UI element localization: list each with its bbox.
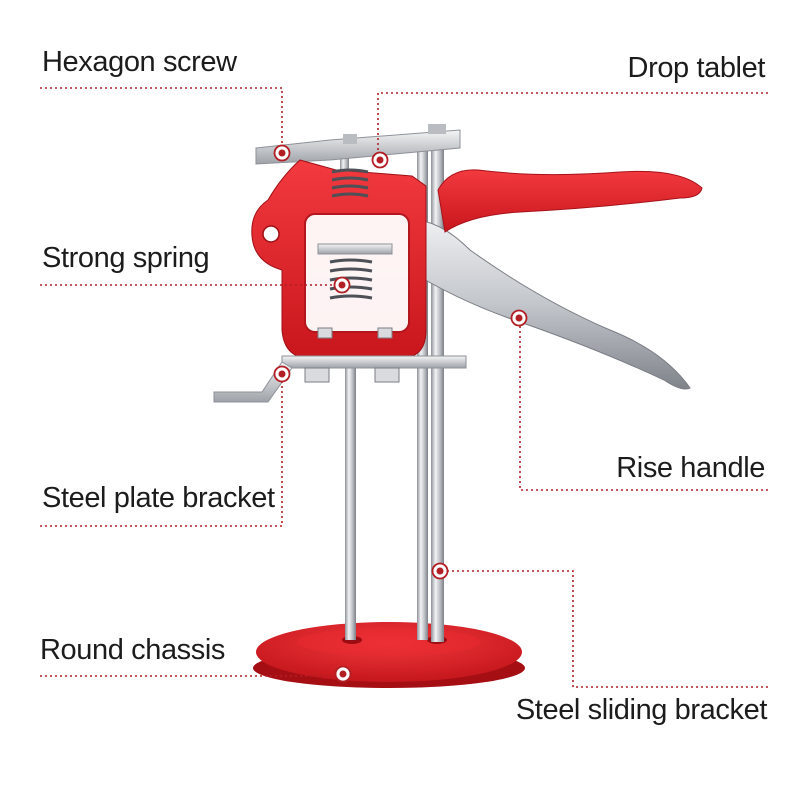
callout-markers <box>273 144 528 683</box>
marker-steel-plate-bracket <box>273 365 291 383</box>
marker-round-chassis <box>334 665 352 683</box>
label-strong-spring: Strong spring <box>42 242 210 274</box>
strong-spring <box>329 168 373 300</box>
leader-lines <box>40 87 768 688</box>
marker-hexagon-screw <box>273 144 291 162</box>
label-round-chassis: Round chassis <box>40 634 226 666</box>
frame-window <box>305 214 409 332</box>
hex-nut <box>304 367 330 383</box>
marker-rise-handle <box>510 309 528 327</box>
marker-strong-spring <box>333 276 351 294</box>
label-hexagon-screw: Hexagon screw <box>42 46 237 78</box>
red-grip-handle <box>437 169 703 233</box>
label-steel-plate-bracket: Steel plate bracket <box>42 482 275 514</box>
steel-plate-bracket <box>281 355 467 369</box>
marker-drop-tablet <box>371 151 389 169</box>
spring-plate <box>317 243 393 255</box>
label-drop-tablet: Drop tablet <box>627 52 766 84</box>
label-rise-handle: Rise handle <box>616 452 765 484</box>
round-chassis-base <box>253 622 525 688</box>
label-steel-sliding-bracket: Steel sliding bracket <box>515 694 768 726</box>
hex-nut <box>374 367 400 383</box>
marker-steel-sliding-bracket <box>431 562 449 580</box>
drop-tablet-plate <box>255 129 461 165</box>
bracket-foot <box>213 361 293 403</box>
